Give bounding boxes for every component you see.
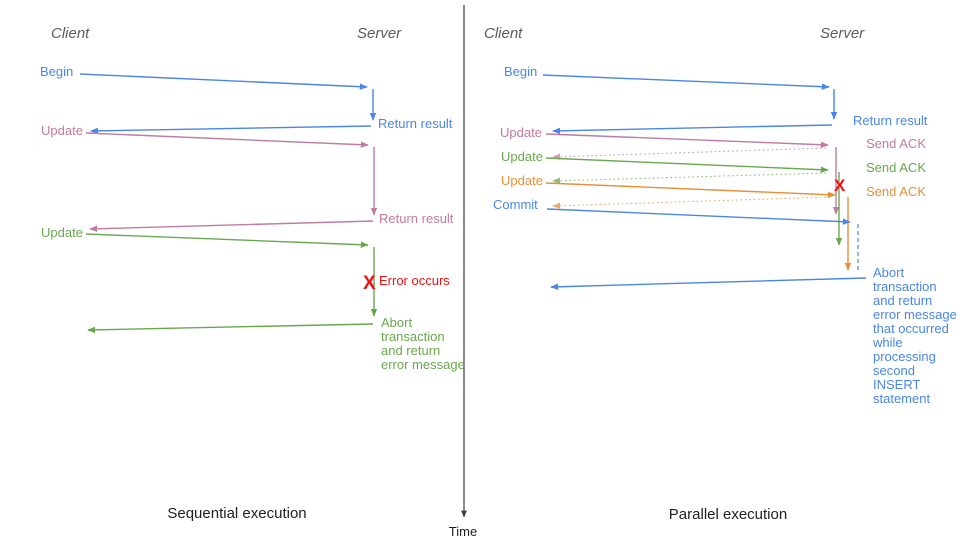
par-update-1-label: Update [500, 125, 542, 140]
par-update-2-label: Update [501, 149, 543, 164]
seq-abort-line-1: Abort [381, 315, 412, 330]
par-commit-label: Commit [493, 197, 538, 212]
par-send-ack-3-label: Send ACK [866, 184, 926, 199]
par-abort-line-2: transaction [873, 279, 937, 294]
seq-update-2-label: Update [41, 225, 83, 240]
seq-client-title: Client [51, 25, 90, 42]
seq-abort-line-2: transaction [381, 329, 445, 344]
seq-update-1-send-arrow [85, 132, 369, 148]
par-ack-3-arrow [552, 196, 831, 210]
par-send-ack-1-label: Send ACK [866, 136, 926, 151]
seq-abort-line-4: error message [381, 357, 465, 372]
seq-update-1-label: Update [41, 123, 83, 138]
par-update-3-send-arrow [545, 182, 836, 198]
seq-return-result-1-label: Return result [378, 116, 453, 131]
seq-error-label: Error occurs [379, 273, 450, 288]
par-client-title: Client [484, 25, 523, 42]
par-abort-line-5: that occurred [873, 321, 949, 336]
seq-abort-return-arrow [87, 323, 374, 334]
seq-return-result-2-arrow [89, 220, 374, 233]
par-return-result-label: Return result [853, 113, 928, 128]
par-abort-line-3: and return [873, 293, 932, 308]
par-begin-label: Begin [504, 64, 537, 79]
par-update-3-label: Update [501, 173, 543, 188]
seq-abort-line-3: and return [381, 343, 440, 358]
par-update-1-send-arrow [545, 133, 829, 148]
seq-error-x-icon: X [363, 273, 376, 294]
par-caption: Parallel execution [669, 506, 787, 523]
seq-begin-send-arrow [79, 73, 368, 90]
par-begin-send-arrow [542, 74, 830, 90]
time-axis-label: Time [449, 524, 477, 539]
par-commit-send-arrow [546, 208, 851, 225]
parallel-diagram: Client Server Begin Return result Update… [484, 25, 957, 523]
par-abort-return-arrow [550, 277, 867, 291]
par-error-x-icon: X [834, 176, 846, 195]
seq-caption: Sequential execution [167, 505, 306, 522]
seq-server-title: Server [357, 25, 402, 42]
seq-return-result-2-label: Return result [379, 211, 454, 226]
par-abort-line-6: while [872, 335, 903, 350]
seq-begin-label: Begin [40, 64, 73, 79]
par-abort-line-8: second [873, 363, 915, 378]
time-axis: Time [449, 5, 477, 539]
par-abort-line-7: processing [873, 349, 936, 364]
par-abort-line-1: Abort [873, 265, 904, 280]
seq-return-result-1-arrow [90, 125, 372, 135]
par-abort-line-4: error message [873, 307, 957, 322]
par-return-result-arrow [552, 124, 833, 135]
par-abort-line-10: statement [873, 391, 930, 406]
par-update-2-send-arrow [545, 157, 829, 173]
seq-update-2-send-arrow [85, 233, 369, 248]
par-ack-1-arrow [552, 147, 827, 161]
par-send-ack-2-label: Send ACK [866, 160, 926, 175]
sequential-diagram: Client Server Begin Return result Update… [40, 25, 465, 522]
par-abort-line-9: INSERT [873, 377, 920, 392]
par-ack-2-arrow [552, 172, 827, 185]
par-server-title: Server [820, 25, 865, 42]
